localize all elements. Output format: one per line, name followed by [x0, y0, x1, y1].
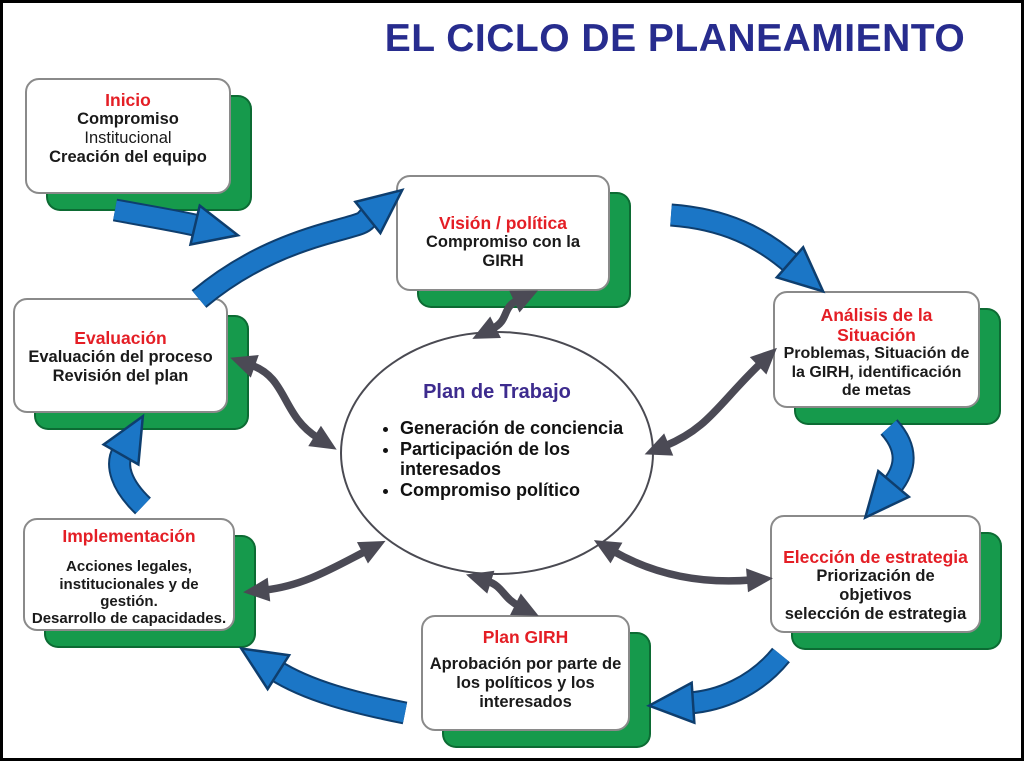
node-line: Revisión del plan [52, 367, 189, 386]
node-title: Plan GIRH [482, 627, 569, 647]
arrow-plangirh-to-implementacion [238, 646, 408, 725]
node-line: Compromiso [77, 110, 179, 129]
node-line: selección de estrategia [784, 605, 967, 624]
arrow-eleccion-to-plangirh [646, 647, 790, 725]
node-title: Análisis de la Situación [820, 305, 933, 346]
node-line: Evaluación del proceso [28, 348, 213, 367]
node-eleccion-estrategia: Elección de estrategia Priorización de o… [770, 515, 981, 633]
arrow-vision-to-analisis [670, 203, 826, 294]
node-title: Elección de estrategia [783, 547, 968, 567]
bullet-item: Participación de los interesados [400, 439, 632, 479]
arrow-implementacion-to-evaluacion [101, 413, 152, 515]
connector-implementacion-center [243, 540, 386, 602]
node-title: Evaluación [74, 328, 167, 348]
node-line: Acciones legales, [66, 558, 192, 576]
connector-evaluacion-center [230, 355, 337, 450]
node-line: Institucional [84, 129, 172, 148]
node-vision-politica: Visión / política Compromiso con la GIRH [396, 175, 610, 291]
node-evaluacion: Evaluación Evaluación del proceso Revisi… [13, 298, 228, 413]
connector-eleccion-center [593, 540, 773, 593]
page-title: EL CICLO DE PLANEAMIENTO [384, 17, 966, 60]
arrow-analisis-to-eleccion [863, 419, 915, 520]
node-inicio: Inicio Compromiso Institucional Creación… [25, 78, 231, 194]
node-line: Priorización de objetivos [816, 567, 935, 605]
connector-vision-center [472, 290, 538, 339]
node-line: Problemas, Situación de la GIRH, identif… [783, 345, 970, 400]
central-ellipse: Plan de Trabajo Generación de conciencia… [340, 331, 654, 575]
node-analisis-situacion: Análisis de la Situación Problemas, Situ… [773, 291, 980, 408]
node-line: Aprobación por parte de los políticos y … [429, 655, 622, 712]
node-line: institucionales y de gestión. [59, 575, 199, 610]
connector-analisis-center [644, 347, 777, 456]
node-implementacion: Implementación Acciones legales, institu… [23, 518, 235, 631]
bullet-item: Compromiso político [400, 480, 632, 500]
node-title: Visión / política [438, 213, 568, 233]
bullet-item: Generación de conciencia [400, 418, 632, 438]
arrow-evaluacion-to-vision [191, 188, 405, 308]
node-line: Compromiso con la GIRH [425, 233, 581, 271]
connector-plangirh-center [466, 570, 539, 616]
ellipse-bullet-list: Generación de conciencia Participación d… [342, 418, 652, 501]
node-plan-girh: Plan GIRH Aprobación por parte de los po… [421, 615, 630, 731]
node-line: Desarrollo de capacidades. [31, 610, 227, 628]
node-title: Implementación [62, 526, 196, 546]
node-title: Inicio [105, 90, 151, 110]
ellipse-title: Plan de Trabajo [423, 381, 571, 403]
node-line: Creación del equipo [49, 148, 207, 167]
arrow-inicio-entry [112, 198, 241, 247]
